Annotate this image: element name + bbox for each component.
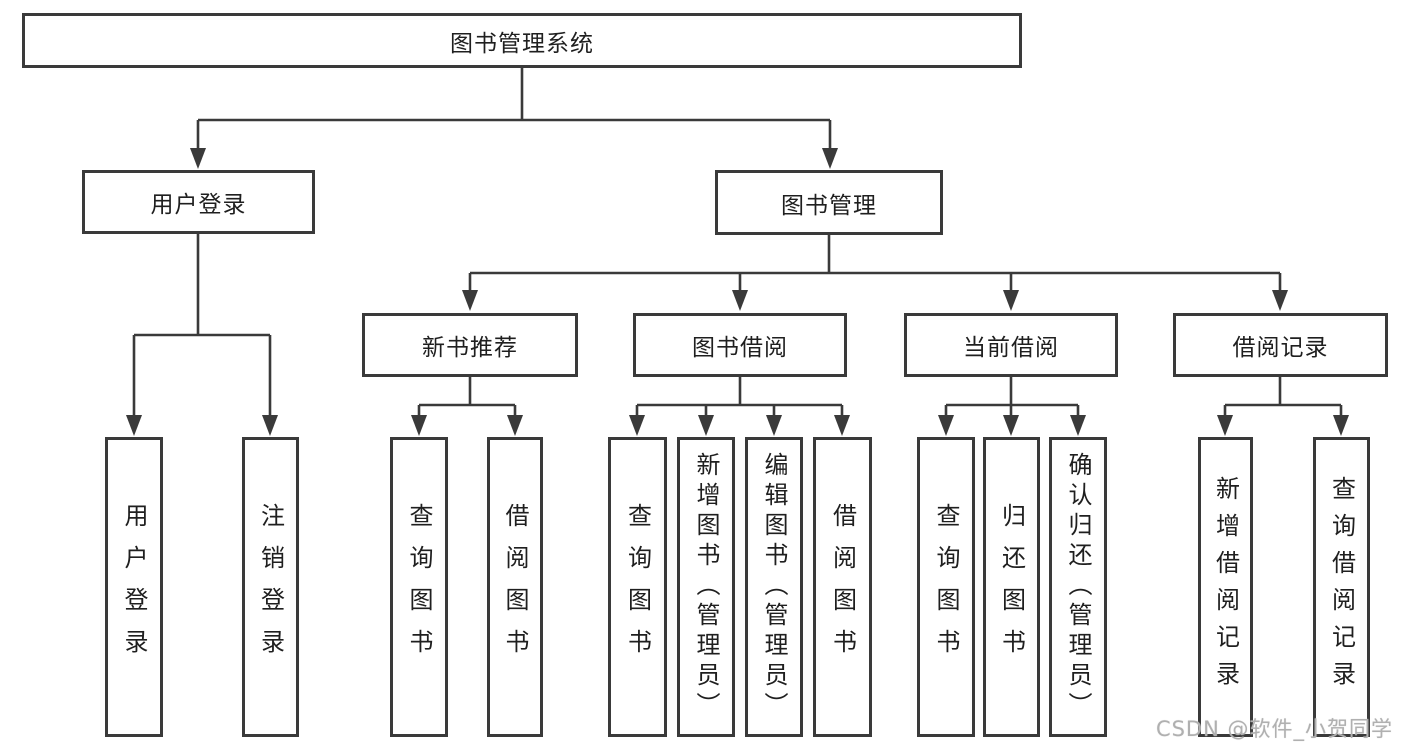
leaf-add-borrow-record: 新增借阅记录 bbox=[1198, 437, 1253, 737]
leaf-edit-book-admin: 编辑图书（管理员） bbox=[745, 437, 803, 737]
node-new-book-recommend: 新书推荐 bbox=[362, 313, 578, 377]
leaf-borrow-books: 借阅图书 bbox=[813, 437, 872, 737]
node-current-borrow: 当前借阅 bbox=[904, 313, 1118, 377]
leaf-query-books-recommend: 查询图书 bbox=[390, 437, 448, 737]
leaf-borrow-books-recommend: 借阅图书 bbox=[487, 437, 543, 737]
leaf-user-login: 用户登录 bbox=[105, 437, 163, 737]
csdn-watermark: CSDN @软件_小贺同学 bbox=[1155, 717, 1393, 741]
leaf-add-book-admin: 新增图书（管理员） bbox=[677, 437, 735, 737]
node-user-login: 用户登录 bbox=[82, 170, 315, 234]
leaf-confirm-return-admin: 确认归还（管理员） bbox=[1049, 437, 1107, 737]
leaf-query-books-current: 查询图书 bbox=[917, 437, 975, 737]
leaf-query-books-borrow: 查询图书 bbox=[608, 437, 667, 737]
node-book-borrow: 图书借阅 bbox=[633, 313, 847, 377]
leaf-logout: 注销登录 bbox=[242, 437, 299, 737]
leaf-return-books: 归还图书 bbox=[983, 437, 1040, 737]
node-book-management: 图书管理 bbox=[715, 170, 943, 235]
node-borrow-records: 借阅记录 bbox=[1173, 313, 1388, 377]
node-root-system: 图书管理系统 bbox=[22, 13, 1022, 68]
leaf-query-borrow-record: 查询借阅记录 bbox=[1313, 437, 1370, 737]
